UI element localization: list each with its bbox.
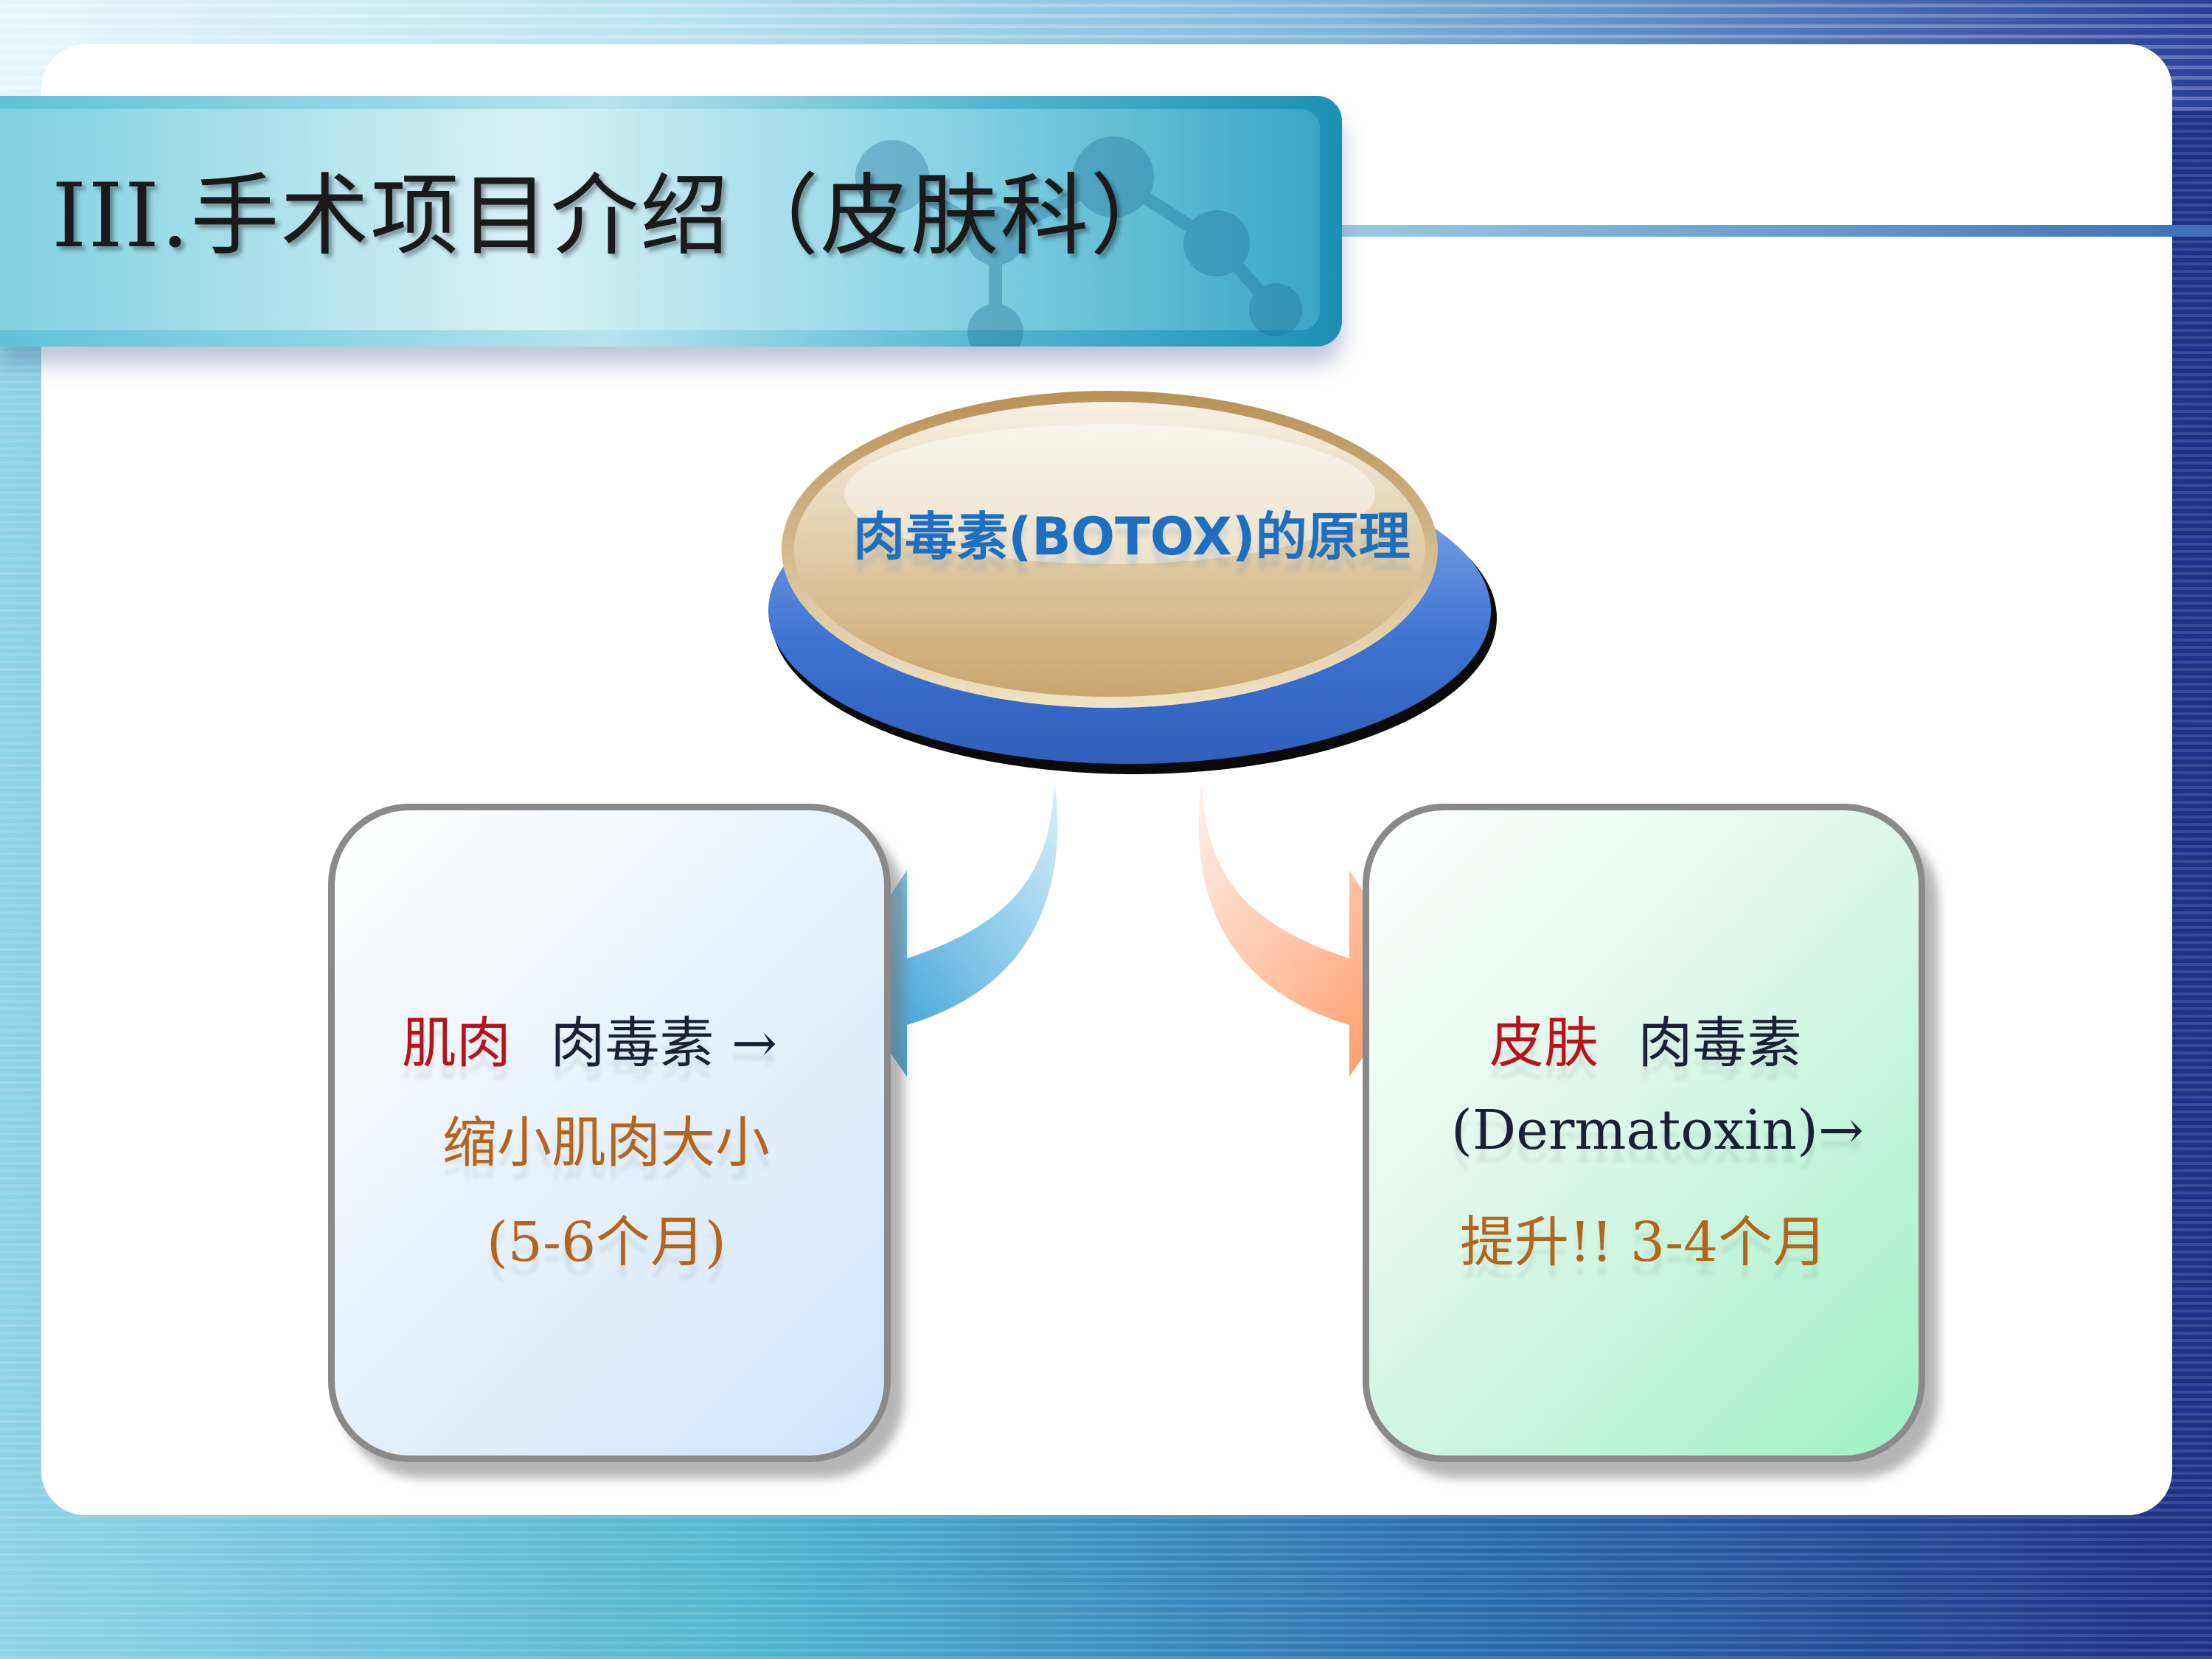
title-banner-inner	[0, 109, 1320, 330]
center-topic-label: 肉毒素(BOTOX)的原理	[853, 507, 1411, 567]
skin-line-1: 皮肤 肉毒素	[1489, 999, 1802, 1078]
left-arrow-icon	[837, 782, 1058, 1077]
skin-line-1-rest: 肉毒素	[1638, 1012, 1802, 1075]
skin-keyword: 皮肤	[1489, 1012, 1599, 1075]
skin-effect-text: 提升!! 3-4个月	[1460, 1211, 1828, 1274]
muscle-botox-card	[328, 804, 891, 1462]
skin-dermatoxin-text: (Dermatoxin)→	[1451, 1099, 1864, 1162]
skin-botox-card	[1363, 804, 1925, 1462]
muscle-line-1-rest: 肉毒素 →	[550, 1012, 778, 1075]
slide-title: III.手术项目介绍（皮肤科）	[52, 165, 1180, 268]
muscle-effect-text: 缩小肌肉大小	[442, 1111, 770, 1175]
title-banner	[0, 96, 1342, 347]
molecule-decoration-icon	[855, 136, 1302, 347]
muscle-line-1: 肌肉 肉毒素 →	[402, 999, 777, 1078]
branch-arrows	[837, 782, 1419, 1077]
panel-divider-stripe	[1342, 225, 2212, 237]
muscle-keyword: 肌肉	[402, 1012, 511, 1075]
muscle-duration-text: (5-6个月)	[487, 1211, 726, 1274]
center-topic-disc	[768, 391, 1497, 774]
